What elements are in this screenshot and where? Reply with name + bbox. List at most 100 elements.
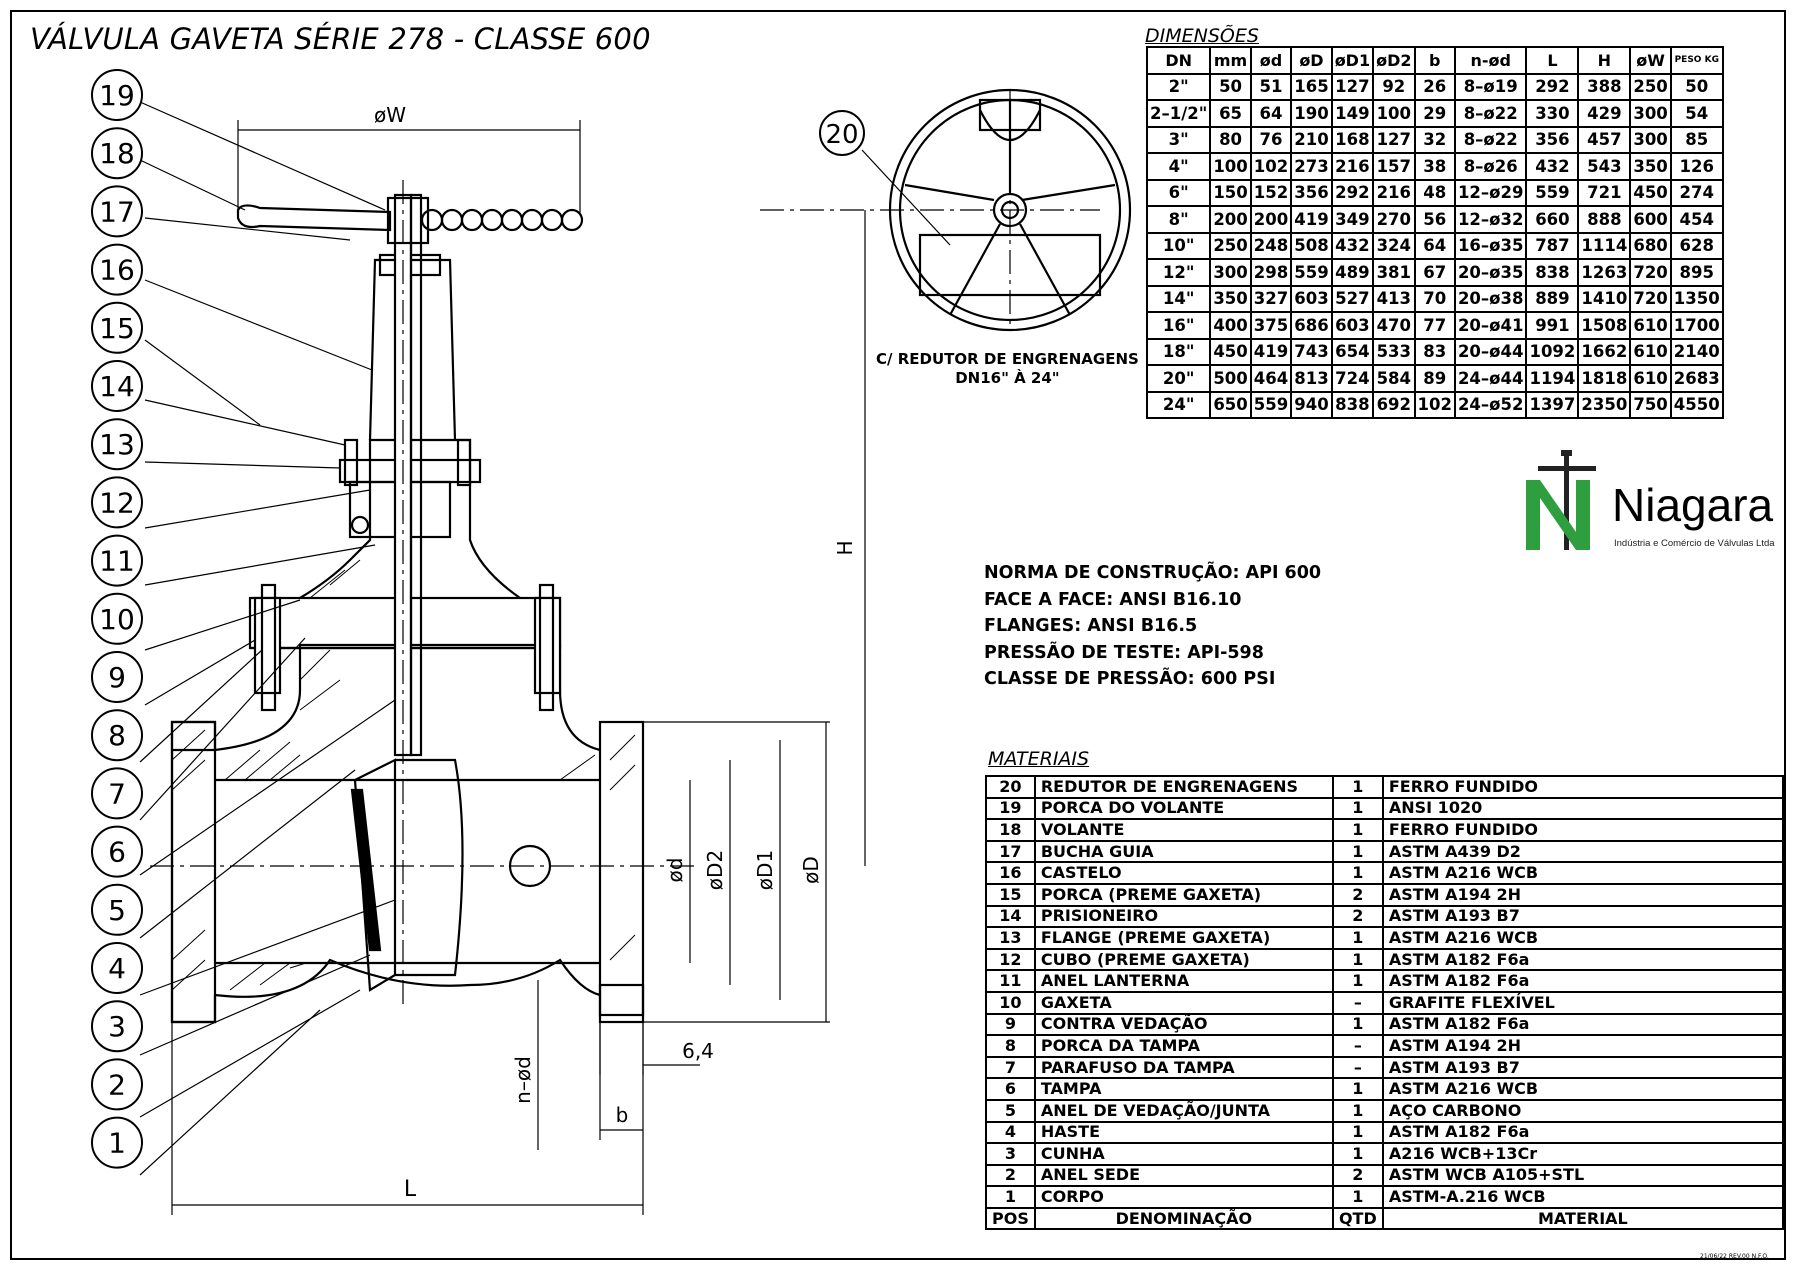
- table-cell: 8–ø19: [1453, 72, 1528, 101]
- table-cell: 838: [1330, 390, 1375, 419]
- table-cell: 787: [1525, 231, 1580, 260]
- table-cell: 350: [1629, 152, 1672, 181]
- dimensions-header-cell: mm: [1209, 46, 1252, 75]
- balloon-12: 12: [91, 476, 143, 529]
- material-qty: 1: [1331, 947, 1384, 972]
- balloon-number: 2: [108, 1068, 126, 1101]
- gear-reducer-note-line1: C/ REDUTOR DE ENGRENAGENS: [876, 350, 1139, 368]
- table-cell: 274: [1669, 178, 1724, 207]
- material-name: TAMPA: [1033, 1077, 1334, 1101]
- material-spec: ANSI 1020: [1381, 796, 1784, 821]
- table-cell: 85: [1669, 125, 1724, 154]
- table-cell: 2–1/2": [1145, 99, 1212, 128]
- table-cell: 1092: [1525, 337, 1580, 366]
- table-cell: 356: [1290, 178, 1333, 207]
- balloon-number: 17: [99, 195, 135, 228]
- table-cell: 20–ø41: [1453, 311, 1528, 340]
- material-pos: 1: [985, 1185, 1036, 1209]
- material-qty: 1: [1331, 1012, 1384, 1037]
- table-cell: 76: [1249, 125, 1293, 154]
- material-pos: 11: [985, 969, 1036, 993]
- material-spec: FERRO FUNDIDO: [1381, 775, 1784, 799]
- dim-label-b: b: [616, 1103, 629, 1127]
- table-cell: 349: [1330, 205, 1375, 234]
- table-cell: 26: [1413, 72, 1456, 101]
- material-pos: 3: [985, 1142, 1036, 1166]
- table-cell: 152: [1249, 178, 1293, 207]
- table-cell: 650: [1209, 390, 1252, 419]
- balloon-number: 3: [108, 1010, 126, 1043]
- gear-reducer-note-line2: DN16" À 24": [955, 369, 1060, 387]
- table-cell: 127: [1330, 72, 1375, 101]
- table-cell: 292: [1525, 72, 1580, 101]
- table-cell: 8–ø22: [1453, 99, 1528, 128]
- material-spec: ASTM A182 F6a: [1381, 947, 1784, 972]
- table-cell: 248: [1249, 231, 1293, 260]
- table-cell: 92: [1372, 72, 1416, 101]
- leader-lines: [139, 101, 951, 1176]
- table-cell: 1194: [1525, 364, 1580, 393]
- material-name: PORCA (PREME GAXETA): [1033, 882, 1334, 907]
- table-cell: 20": [1145, 364, 1212, 393]
- table-cell: 750: [1629, 390, 1672, 419]
- dim-label-d2: øD2: [703, 850, 727, 890]
- table-cell: 89: [1413, 364, 1456, 393]
- material-name: CUNHA: [1033, 1142, 1334, 1166]
- drawing-title: VÁLVULA GAVETA SÉRIE 278 - CLASSE 600: [30, 22, 651, 56]
- table-cell: 610: [1629, 311, 1672, 340]
- valve-body: [214, 643, 601, 752]
- balloon-number: 13: [99, 428, 135, 461]
- balloon-number: 8: [108, 719, 126, 752]
- table-cell: 350: [1209, 284, 1252, 313]
- balloon-6: 6: [91, 825, 143, 878]
- material-qty: 1: [1331, 1142, 1384, 1166]
- table-cell: 20–ø38: [1453, 284, 1528, 313]
- balloon-2: 2: [91, 1058, 143, 1111]
- table-cell: 50: [1209, 72, 1252, 101]
- balloon-number: 5: [108, 894, 126, 927]
- table-cell: 298: [1249, 258, 1293, 287]
- material-pos: 9: [985, 1012, 1036, 1037]
- balloon-13: 13: [91, 418, 143, 471]
- table-cell: 720: [1629, 284, 1672, 313]
- material-qty: 1: [1331, 796, 1384, 821]
- table-cell: 889: [1525, 284, 1580, 313]
- dimensions-header-cell: n-ød: [1453, 46, 1528, 75]
- material-pos: 8: [985, 1034, 1036, 1058]
- table-cell: 432: [1330, 231, 1375, 260]
- balloon-18: 18: [91, 127, 143, 180]
- balloon-number: 15: [99, 312, 135, 345]
- table-cell: 381: [1372, 258, 1416, 287]
- table-cell: 1662: [1577, 337, 1632, 366]
- table-cell: 610: [1629, 337, 1672, 366]
- material-spec: FERRO FUNDIDO: [1381, 818, 1784, 842]
- dimensions-header-cell: L: [1525, 46, 1580, 75]
- table-cell: 54: [1669, 99, 1724, 128]
- table-cell: 20–ø44: [1453, 337, 1528, 366]
- material-spec: AÇO CARBONO: [1381, 1098, 1784, 1123]
- balloon-number: 19: [99, 79, 135, 112]
- material-pos: 18: [985, 818, 1036, 842]
- material-pos: 4: [985, 1120, 1036, 1145]
- materials-header-material: MATERIAL: [1381, 1206, 1784, 1231]
- table-cell: 149: [1330, 99, 1375, 128]
- material-spec: ASTM A439 D2: [1381, 839, 1784, 864]
- table-cell: 300: [1629, 99, 1672, 128]
- table-cell: 654: [1330, 337, 1375, 366]
- balloon-number: 10: [99, 603, 135, 636]
- table-cell: 888: [1577, 205, 1632, 234]
- dimensions-header-cell: DN: [1145, 46, 1212, 75]
- table-cell: 508: [1290, 231, 1333, 260]
- balloon-number: 4: [108, 952, 126, 985]
